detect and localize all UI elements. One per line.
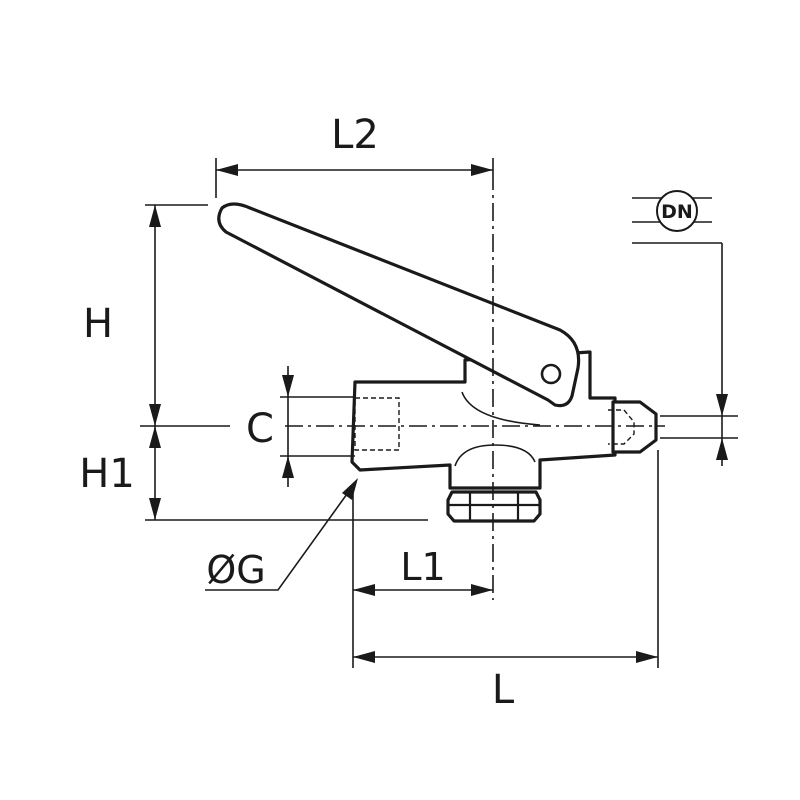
- label-l: L: [492, 667, 515, 713]
- label-dn: DN: [661, 201, 693, 223]
- center-lines: [285, 172, 665, 600]
- dimension-lines: [149, 164, 728, 663]
- label-c: C: [246, 406, 274, 452]
- label-l1: L1: [400, 545, 445, 589]
- label-g: ØG: [206, 548, 265, 592]
- hex-nut: [446, 490, 542, 523]
- hidden-lines: [354, 397, 635, 451]
- lever: [217, 202, 581, 408]
- pivot-pin: [540, 363, 562, 385]
- label-h: H: [83, 301, 113, 347]
- label-h1: H1: [79, 451, 135, 497]
- label-l2: L2: [331, 112, 379, 158]
- dn-symbol: [632, 190, 712, 232]
